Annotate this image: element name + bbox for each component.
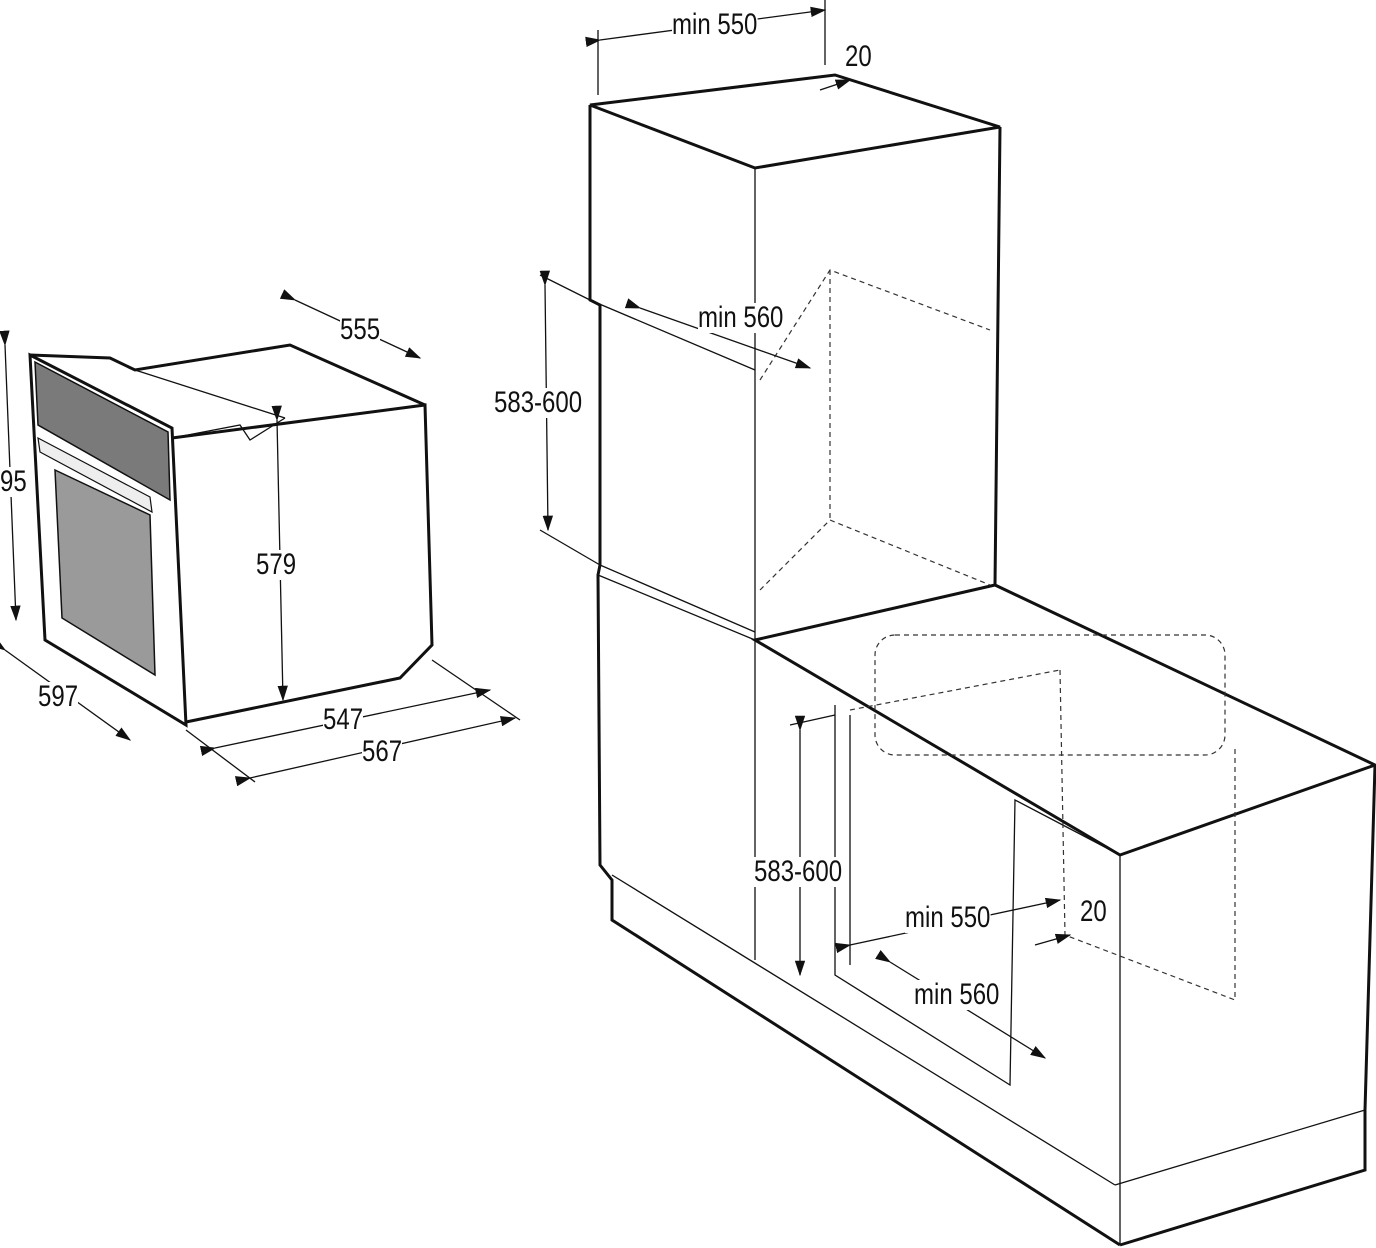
oven-drawing xyxy=(28,343,434,728)
oven-total-depth-label: 567 xyxy=(362,735,403,768)
tall-niche-height-label: 583-600 xyxy=(494,386,583,419)
base-depth-label: min 560 xyxy=(914,978,1000,1011)
cabinet-drawing xyxy=(588,73,1376,1247)
base-niche-height-label: 583-600 xyxy=(754,855,843,888)
tall-top-width-label: min 550 xyxy=(672,8,758,41)
oven-height-label: 579 xyxy=(256,548,297,581)
tall-niche-depth-label: min 560 xyxy=(698,301,784,334)
oven-width-label: 597 xyxy=(38,680,79,713)
oven-total-height-label: 95 xyxy=(0,465,27,498)
oven-depth-top-label: 555 xyxy=(340,313,381,346)
tall-top-gap-label: 20 xyxy=(845,40,872,73)
base-width-label: min 550 xyxy=(905,901,991,934)
base-gap-label: 20 xyxy=(1080,895,1107,928)
oven-body-depth-label: 547 xyxy=(323,703,364,736)
